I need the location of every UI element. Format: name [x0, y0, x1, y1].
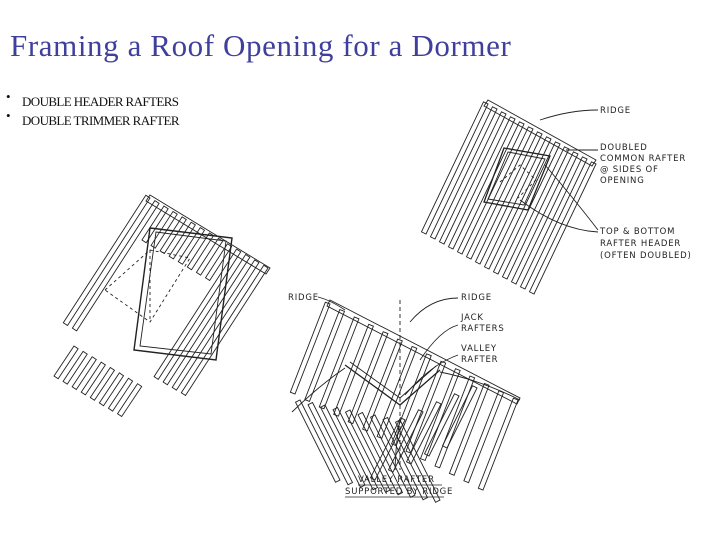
rafter-line — [423, 393, 460, 457]
rafter-line — [62, 350, 88, 385]
rafter-line — [419, 368, 461, 462]
rafter-line — [150, 210, 178, 249]
label-rafters: RAFTERS — [461, 324, 505, 334]
rafter-line — [362, 338, 403, 432]
slide-title: Framing a Roof Opening for a Dormer — [10, 28, 512, 63]
rafter-line — [477, 397, 519, 491]
rafter-line — [483, 136, 552, 270]
label-rafter-header: RAFTER HEADER — [600, 239, 681, 249]
rafter-line — [501, 146, 570, 280]
label-ridge-right: RIDGE — [461, 293, 492, 303]
rafter-line — [357, 411, 404, 496]
rafter-line — [195, 237, 224, 276]
rafter-line — [434, 375, 476, 469]
label-common-rafter: COMMON RAFTER — [600, 154, 686, 164]
rafter-line — [307, 401, 354, 486]
ridge-board — [145, 194, 271, 275]
rafter-line — [116, 383, 143, 418]
ridge-board — [326, 299, 521, 405]
rafter-line — [394, 419, 441, 503]
rafter-line — [186, 232, 215, 271]
rafter-line — [333, 323, 374, 417]
top-right-leaders — [519, 109, 599, 233]
rafter-line — [456, 121, 525, 255]
rafter-line — [463, 390, 505, 484]
label-ridge-left: RIDGE — [288, 293, 319, 303]
top-right-figure-opening — [483, 147, 551, 211]
rafter-line — [376, 345, 418, 439]
rafter-line — [294, 399, 341, 483]
rafter-line — [382, 416, 429, 501]
rafter-line — [98, 372, 125, 407]
rafter-line — [510, 151, 579, 285]
rafter-line — [71, 356, 97, 391]
rafter-line — [162, 253, 251, 386]
bottom-labels: RIDGE RIDGE JACK RAFTERS VALLEY RAFTER V… — [288, 293, 505, 498]
rafter-line — [344, 409, 391, 493]
rafter-line — [318, 316, 360, 410]
rafter-line — [332, 406, 379, 491]
left-figure-opening — [104, 227, 233, 361]
rafter-line — [141, 205, 169, 244]
rafter-line — [420, 101, 489, 235]
rafter-line — [441, 385, 478, 449]
label-valley: VALLEY — [461, 344, 497, 354]
rafter-line — [438, 111, 507, 245]
rafter-line — [474, 131, 543, 265]
rafter-line — [448, 382, 490, 476]
rafter-line — [71, 200, 160, 332]
label-opening: OPENING — [600, 176, 645, 186]
top-right-figure-rafters — [420, 99, 597, 295]
rafter-line — [429, 106, 498, 240]
rafter-line — [89, 366, 116, 401]
rafter-line — [168, 221, 197, 260]
rafter-line — [53, 345, 79, 380]
label-doubled: DOUBLED — [600, 143, 648, 153]
label-ridge: RIDGE — [600, 106, 631, 116]
caption-valley-rafter: VALLEY RAFTER — [358, 475, 435, 485]
label-sides-of: @ SIDES OF — [600, 165, 659, 175]
bottom-figure-leaders — [317, 296, 459, 471]
rafter-line — [171, 259, 260, 391]
label-top-bottom: TOP & BOTTOM — [599, 227, 675, 237]
rafter-line — [177, 226, 206, 265]
rafter-line — [387, 409, 424, 473]
label-often-doubled: (OFTEN DOUBLED) — [600, 251, 692, 261]
rafter-line — [319, 404, 366, 488]
rafter-line — [519, 156, 588, 290]
rafter-line — [304, 308, 346, 402]
label-jack: JACK — [460, 313, 484, 323]
rafter-line — [528, 161, 597, 295]
rafter-line — [405, 401, 442, 465]
rafter-line — [180, 264, 269, 397]
bullet-item: DOUBLE TRIMMER RAFTER — [6, 106, 180, 130]
rafter-line — [369, 417, 406, 481]
rafter-line — [153, 248, 242, 380]
rafter-line — [107, 377, 134, 412]
rafter-line — [347, 331, 389, 425]
bullet-item: DOUBLE HEADER RAFTERS — [6, 87, 179, 111]
rafter-line — [447, 116, 516, 250]
rafter-line — [159, 216, 187, 255]
rafter-line — [62, 194, 151, 327]
bottom-figure-valley — [291, 300, 521, 470]
rafter-line — [204, 243, 233, 282]
bullet-list: DOUBLE HEADER RAFTERS DOUBLE TRIMMER RAF… — [6, 87, 180, 130]
rafter-line — [289, 301, 331, 395]
rafter-line — [465, 126, 534, 260]
rafter-line — [390, 353, 432, 447]
label-rafter: RAFTER — [461, 355, 498, 365]
top-right-labels: RIDGE DOUBLED COMMON RAFTER @ SIDES OF O… — [599, 106, 692, 261]
ridge-board — [483, 99, 597, 167]
left-figure-rafters — [53, 194, 271, 418]
rafter-line — [492, 141, 561, 275]
rafter-line — [80, 361, 107, 396]
bottom-figure-rafters — [289, 299, 521, 503]
caption-supported-by-ridge: SUPPORTED BY RIDGE — [345, 487, 453, 497]
